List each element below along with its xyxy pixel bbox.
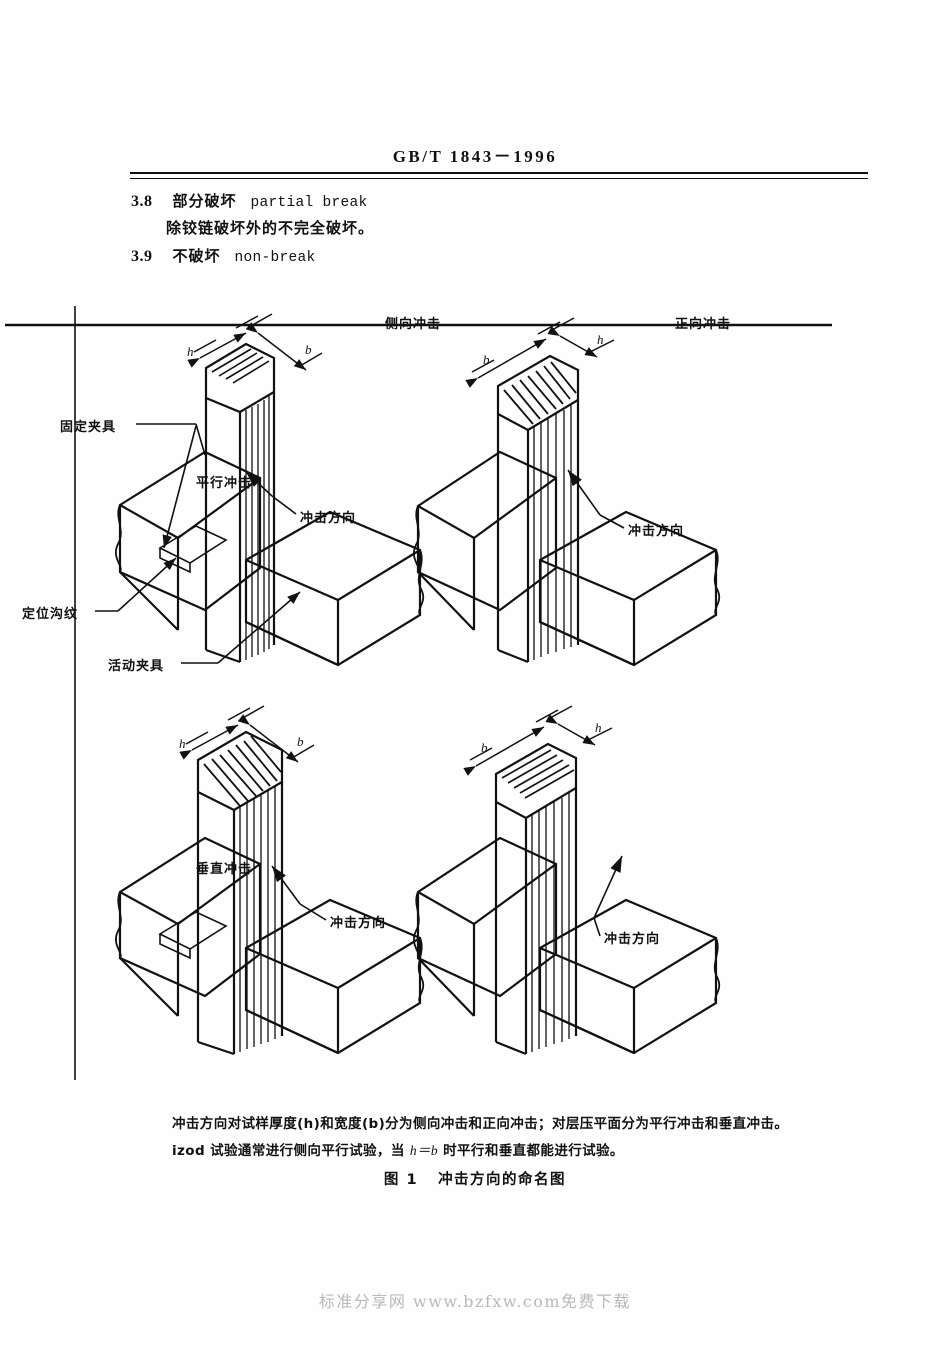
dimension-label-b-p1: b bbox=[305, 342, 313, 357]
clause-3-8-definition-text: 除铰链破坏外的不完全破坏。 bbox=[166, 219, 375, 237]
clause-3-8-number: 3.8 bbox=[131, 193, 153, 210]
panel-perpendicular-edgewise bbox=[115, 705, 425, 1056]
figure-caption-line-1: 冲击方向对试样厚度(h)和宽度(b)分为侧向冲击和正向冲击；对层压平面分为平行冲… bbox=[172, 1116, 789, 1132]
dimension-label-h-p3: h bbox=[179, 736, 187, 751]
header-rule bbox=[130, 172, 868, 179]
clause-3-8-definition: 除铰链破坏外的不完全破坏。 bbox=[166, 217, 374, 238]
figure-row-header-perpendicular: 垂直冲击 bbox=[196, 862, 253, 877]
figure-title: 冲击方向的命名图 bbox=[438, 1172, 567, 1188]
figure-column-header-edgewise: 侧向冲击 bbox=[385, 317, 442, 332]
figure-number-and-title: 图 1 冲击方向的命名图 bbox=[0, 1168, 950, 1189]
figure-row-header-parallel: 平行冲击 bbox=[196, 476, 253, 491]
clause-3-9-term-cn: 不破坏 bbox=[172, 247, 221, 265]
callout-movable-clamp: 活动夹具 bbox=[108, 659, 165, 674]
callout-impact-direction-p3: 冲击方向 bbox=[330, 916, 387, 931]
dimension-label-h-p2: h bbox=[597, 332, 605, 347]
clause-3-9: 3.9 不破坏 non-break bbox=[131, 245, 316, 266]
dimension-label-b-p4: b bbox=[481, 740, 489, 755]
watermark: 标准分享网 www.bzfxw.com免费下载 bbox=[318, 1292, 632, 1311]
panel-perpendicular-flatwise bbox=[413, 705, 721, 1056]
callout-fixed-clamp: 固定夹具 bbox=[60, 420, 117, 435]
dimension-label-h-p4: h bbox=[595, 720, 603, 735]
dimension-label-b-p2: b bbox=[483, 352, 491, 367]
clause-3-8: 3.8 部分破坏 partial break bbox=[131, 190, 368, 211]
callout-impact-direction-p4: 冲击方向 bbox=[604, 932, 661, 947]
dimension-label-h-p1: h bbox=[187, 344, 195, 359]
clause-3-9-number: 3.9 bbox=[131, 248, 153, 265]
clause-3-9-term-en: non-break bbox=[234, 250, 316, 266]
figure-caption-line-2: izod 试验通常进行侧向平行试验，当 h＝b 时平行和垂直都能进行试验。 bbox=[172, 1139, 624, 1159]
dimension-label-b-p3: b bbox=[297, 734, 305, 749]
callout-impact-direction-p2: 冲击方向 bbox=[628, 524, 685, 539]
page-header-standard-number: GB/T 1843－1996 bbox=[392, 147, 558, 166]
figure-1-drawing bbox=[5, 306, 832, 1080]
figure-column-header-flatwise: 正向冲击 bbox=[675, 317, 732, 332]
figure-1: 侧向冲击 正向冲击 平行冲击 垂直冲击 h b b h h b b h 固定夹具… bbox=[0, 300, 950, 1100]
figure-number: 图 1 bbox=[383, 1172, 419, 1188]
callout-locating-groove: 定位沟纹 bbox=[22, 607, 79, 622]
panel-parallel-edgewise bbox=[95, 313, 425, 667]
clause-3-8-term-cn: 部分破坏 bbox=[172, 192, 237, 210]
figure-caption-line-2-post: 时平行和垂直都能进行试验。 bbox=[438, 1143, 624, 1159]
callout-impact-direction-p1: 冲击方向 bbox=[300, 511, 357, 526]
figure-caption-line-2-pre: izod 试验通常进行侧向平行试验，当 bbox=[172, 1143, 410, 1159]
figure-caption-formula: h＝b bbox=[409, 1143, 439, 1158]
panel-parallel-flatwise bbox=[413, 317, 721, 667]
clause-3-8-term-en: partial break bbox=[250, 195, 368, 211]
figure-frame bbox=[5, 306, 832, 1080]
